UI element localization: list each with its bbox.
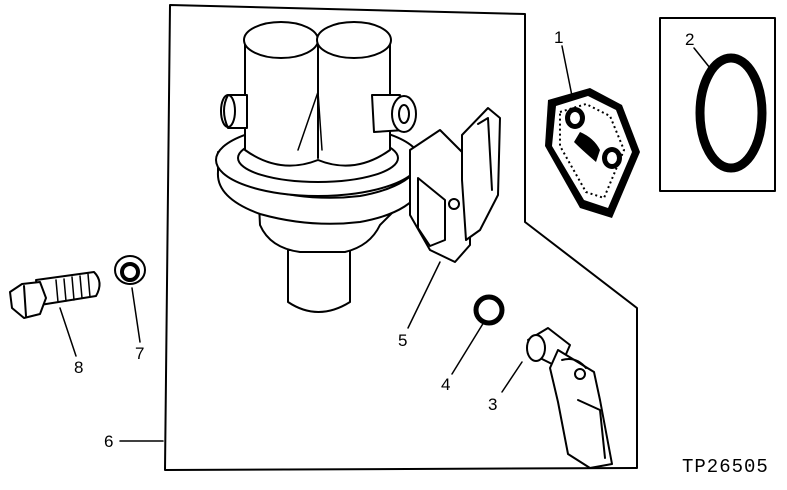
reference-code: TP26505 (682, 456, 769, 478)
callout-8: 8 (74, 358, 83, 377)
callout-2: 2 (685, 30, 694, 49)
callout-1: 1 (554, 28, 563, 47)
gasket-part-1 (545, 88, 640, 218)
callout-3: 3 (488, 395, 497, 414)
washer-part-4 (473, 294, 505, 326)
o-ring-box (659, 17, 776, 192)
cap-screw-part-8 (9, 271, 101, 319)
callout-6: 6 (104, 432, 113, 451)
assembly-outline (164, 4, 638, 471)
leader-lines (59, 45, 711, 442)
callout-5: 5 (398, 331, 407, 350)
fuel-pump-body (215, 21, 501, 313)
callout-7: 7 (135, 344, 144, 363)
o-ring-part-2 (695, 53, 767, 173)
lever-part-3 (526, 327, 613, 469)
lock-washer-part-7 (114, 255, 146, 285)
callout-4: 4 (441, 375, 450, 394)
